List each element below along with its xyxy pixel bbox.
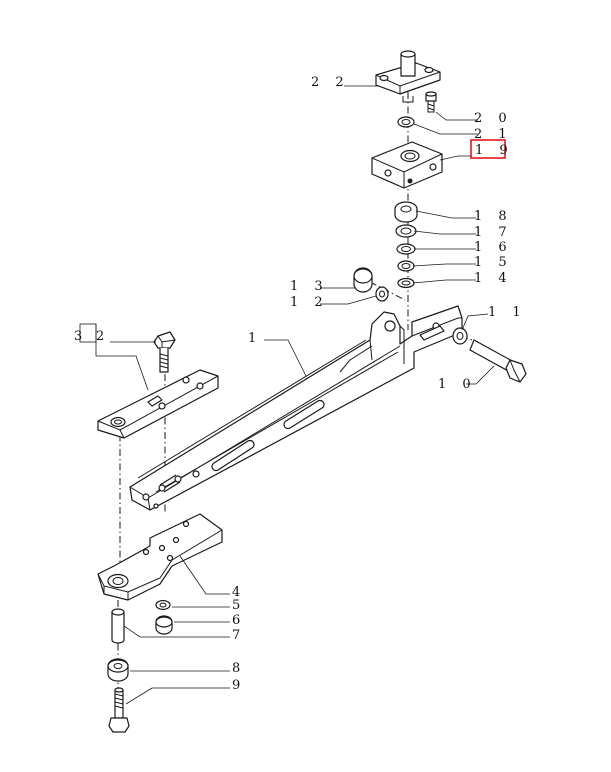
callout-5: 5 xyxy=(232,598,246,613)
callout-14: 1 4 xyxy=(474,271,513,286)
callout-16: 1 6 xyxy=(474,240,513,255)
callout-13: 1 3 xyxy=(290,279,329,294)
callout-18: 1 8 xyxy=(474,209,513,224)
callout-12: 1 2 xyxy=(290,295,329,310)
part-10-pin xyxy=(469,339,527,383)
part-6-nut xyxy=(155,615,173,635)
callout-22: 2 2 xyxy=(311,75,350,90)
part-2-bolt xyxy=(153,331,176,373)
part-22-pin-plate xyxy=(375,50,441,103)
callout-4: 4 xyxy=(232,585,246,600)
part-17-ring xyxy=(395,224,417,238)
callout-9: 9 xyxy=(232,678,246,693)
part-14-clip xyxy=(397,277,415,289)
part-3-upper-bracket xyxy=(97,369,219,439)
part-18-bushing xyxy=(394,201,418,223)
callout-3-frame xyxy=(79,323,97,343)
part-8-nut xyxy=(107,658,129,682)
part-20-screw xyxy=(425,91,437,113)
part-1-main-arm xyxy=(129,305,463,511)
part-13-nut xyxy=(353,267,373,293)
part-19-block xyxy=(371,141,443,189)
callout-19: 1 9 xyxy=(475,143,514,158)
callout-6: 6 xyxy=(232,613,246,628)
callout-20: 2 0 xyxy=(474,111,513,126)
part-16-washer xyxy=(396,243,416,255)
part-21-ring xyxy=(397,116,415,128)
highlight-box-19 xyxy=(470,139,506,159)
part-5-washer xyxy=(155,599,171,611)
part-15-washer xyxy=(397,260,415,272)
callout-3: 3 xyxy=(74,329,88,344)
part-7-spacer xyxy=(111,608,125,644)
part-4-lower-bracket xyxy=(97,513,223,601)
callout-15: 1 5 xyxy=(474,255,513,270)
callout-7: 7 xyxy=(232,628,246,643)
callout-1: 1 xyxy=(248,331,262,346)
callout-21: 2 1 xyxy=(474,127,513,142)
callout-11: 1 1 xyxy=(488,305,527,320)
callout-17: 1 7 xyxy=(474,225,513,240)
callout-8: 8 xyxy=(232,661,246,676)
callout-2: 2 xyxy=(96,329,110,344)
part-12-washer xyxy=(375,286,389,302)
callout-10: 1 0 xyxy=(438,377,477,392)
part-9-bolt xyxy=(108,687,130,733)
part-11-washer xyxy=(452,327,468,345)
